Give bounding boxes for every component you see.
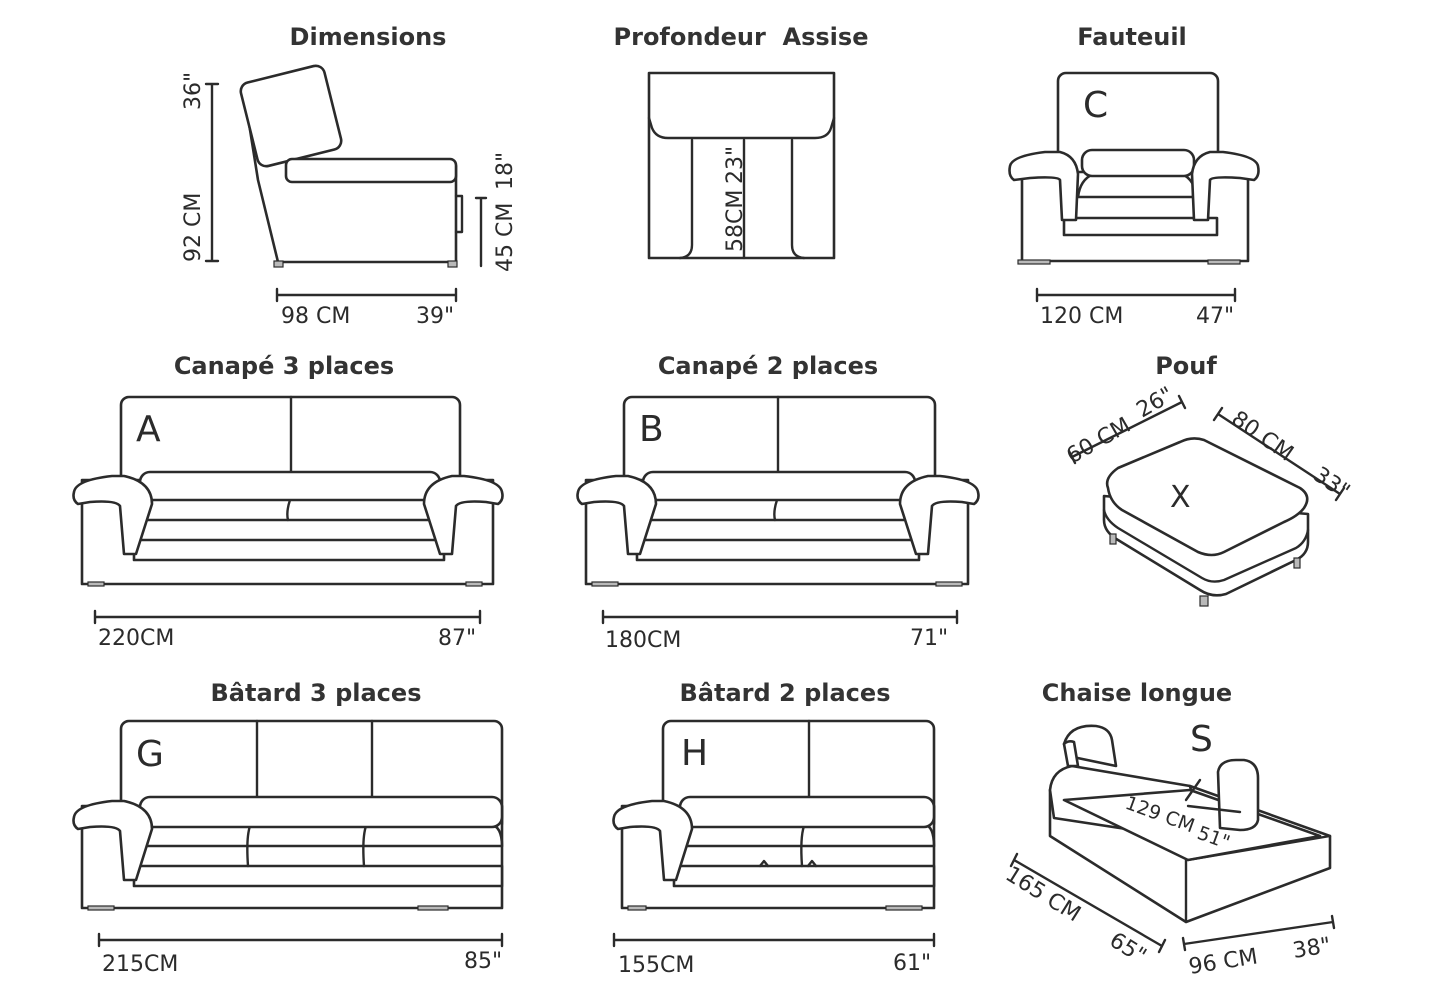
chaise-width-cm-label: 96 CM: [1187, 944, 1259, 980]
chaise-longue-letter: S: [1190, 719, 1213, 760]
title-canape-3-places: Canapé 3 places: [174, 352, 394, 380]
batard-3-places-width-dimension: 215CM 85": [97, 932, 504, 977]
batard-3-places-in-label: 85": [464, 949, 502, 974]
batard-2-places-drawing: H: [612, 719, 936, 911]
side-height-dimension: 36" 92 CM: [181, 72, 220, 263]
title-canape-2-places: Canapé 2 places: [658, 352, 878, 380]
title-batard-2-places: Bâtard 2 places: [680, 679, 891, 707]
canape-3-places-width-dimension: 220CM 87": [93, 609, 482, 651]
batard-2-places-width-dimension: 155CM 61": [612, 932, 936, 978]
seat-depth-in-label: 23": [723, 146, 748, 184]
title-chaise-longue: Chaise longue: [1042, 679, 1232, 707]
seat-height-dimension: 18" 45 CM: [474, 152, 518, 272]
seat-depth-cm-label: 58CM: [723, 190, 748, 252]
side-height-in-label: 36": [181, 72, 206, 110]
canape-3-places-cm-label: 220CM: [98, 626, 174, 651]
fauteuil-width-in-label: 47": [1196, 304, 1234, 329]
chaise-width-in-label: 38": [1291, 933, 1333, 964]
fauteuil-letter: C: [1083, 85, 1108, 126]
pouf-width-in-label: 26": [1133, 382, 1179, 423]
canape-3-places-in-label: 87": [438, 626, 476, 651]
batard-3-places-cm-label: 215CM: [102, 952, 178, 977]
seat-height-cm-label: 45 CM: [493, 203, 518, 272]
fauteuil-width-dimension: 120 CM 47": [1035, 287, 1237, 329]
canape-2-places-width-dimension: 180CM 71": [601, 609, 959, 653]
fauteuil-drawing: C: [1008, 71, 1260, 265]
batard-2-places-in-label: 61": [893, 951, 931, 976]
canape-2-places-drawing: B: [576, 395, 980, 587]
canape-3-places-drawing: A: [72, 395, 504, 587]
side-depth-dimension: 98 CM 39": [275, 287, 458, 329]
batard-2-places-cm-label: 155CM: [618, 953, 694, 978]
seat-height-in-label: 18": [493, 152, 518, 190]
title-fauteuil: Fauteuil: [1077, 23, 1187, 51]
pouf-drawing: X: [1102, 437, 1310, 607]
pouf-letter: X: [1170, 480, 1191, 515]
title-pouf: Pouf: [1155, 352, 1217, 380]
seat-depth-top-view: 23" 58CM: [647, 71, 836, 260]
chaise-width-dimension: 96 CM 38": [1181, 914, 1336, 980]
side-height-cm-label: 92 CM: [181, 193, 206, 262]
side-depth-in-label: 39": [416, 304, 454, 329]
batard-3-places-drawing: G: [72, 719, 504, 911]
pouf-width-cm-label: 60 CM: [1063, 413, 1136, 469]
canape-2-places-cm-label: 180CM: [605, 628, 681, 653]
fauteuil-width-cm-label: 120 CM: [1040, 304, 1123, 329]
canape-2-places-in-label: 71": [910, 626, 948, 651]
pouf-length-in-label: 33": [1309, 462, 1355, 504]
side-view-drawing: [239, 64, 464, 268]
canape-3-places-letter: A: [136, 409, 161, 450]
batard-2-places-letter: H: [681, 733, 708, 774]
side-depth-cm-label: 98 CM: [281, 304, 350, 329]
title-dimensions: Dimensions: [290, 23, 447, 51]
title-batard-3-places: Bâtard 3 places: [211, 679, 422, 707]
title-profondeur-assise: Profondeur Assise: [614, 23, 869, 51]
chaise-longue-drawing: 129 CM 51" S: [1048, 719, 1332, 924]
canape-2-places-letter: B: [639, 409, 664, 450]
batard-3-places-letter: G: [136, 734, 164, 775]
